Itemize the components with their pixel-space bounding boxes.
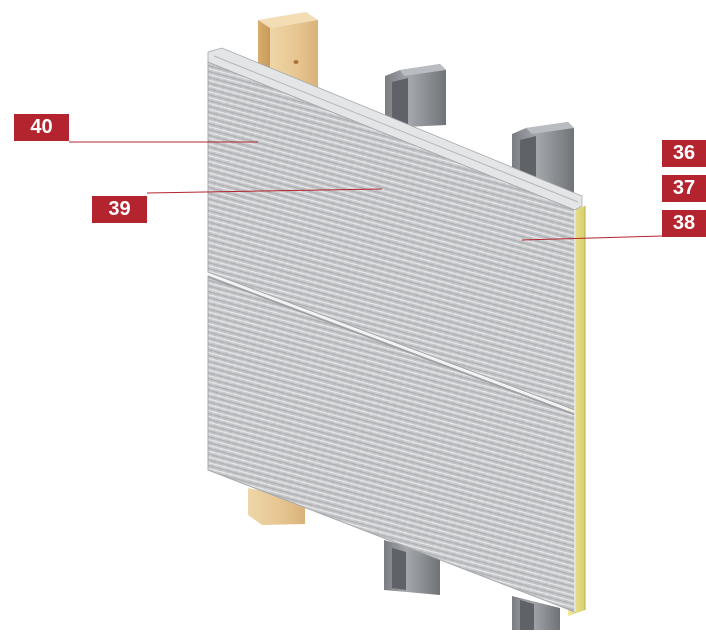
callout-40: 40 xyxy=(14,114,69,141)
sandwich-panel-icon xyxy=(207,47,583,613)
leader-line-38 xyxy=(521,235,663,241)
steel-section-icon xyxy=(384,64,446,595)
callout-38: 38 xyxy=(662,210,706,237)
leader-lines xyxy=(69,141,663,241)
leader-line-39 xyxy=(146,188,383,194)
callout-37: 37 xyxy=(662,175,706,202)
callout-39: 39 xyxy=(92,196,147,223)
callout-36: 36 xyxy=(662,140,706,167)
